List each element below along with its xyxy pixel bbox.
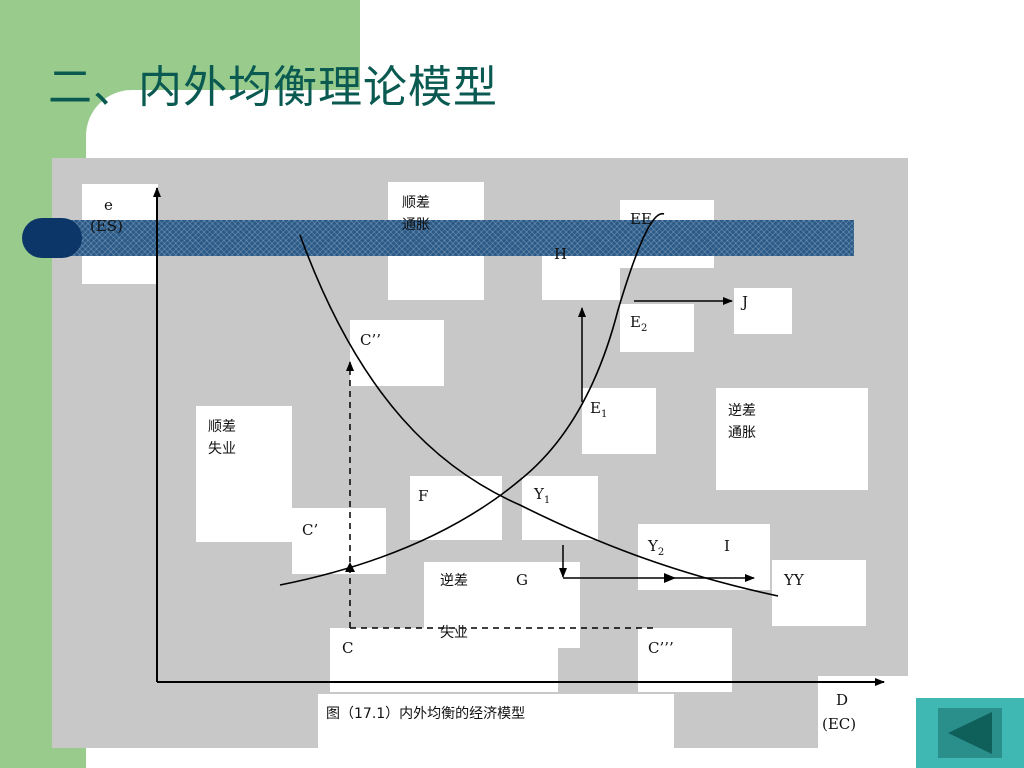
zone-label-deficit-inflation: 逆差 通胀 xyxy=(728,403,756,441)
point-label-y2: Y2 xyxy=(648,537,665,558)
figure-caption: 图（17.1）内外均衡的经济模型 xyxy=(326,706,526,722)
back-button[interactable] xyxy=(916,698,1024,768)
slide-title: 二、内外均衡理论模型 xyxy=(48,62,498,113)
y-axis-sublabel: (ES) xyxy=(90,217,123,235)
point-box-e1 xyxy=(582,388,656,454)
x-axis-label-box xyxy=(818,676,908,748)
point-box-c-double-prime xyxy=(350,320,444,386)
point-label-c-triple-prime: C’’’ xyxy=(648,639,674,657)
point-box-f xyxy=(410,476,502,540)
decorative-band xyxy=(52,220,854,256)
point-label-c-double-prime: C’’ xyxy=(360,331,382,349)
zone-box-deficit-inflation xyxy=(716,388,868,490)
curve-label-ee: EE xyxy=(630,210,652,228)
point-label-f: F xyxy=(418,487,429,505)
point-box-j xyxy=(734,288,792,334)
point-label-y1: Y1 xyxy=(534,485,551,506)
point-box-c-prime xyxy=(292,508,386,574)
x-axis-sublabel: (EC) xyxy=(822,715,857,733)
caption-box xyxy=(318,694,674,748)
curve-label-yy: YY xyxy=(784,571,804,589)
point-box-e2 xyxy=(620,304,694,352)
triangle-left-icon xyxy=(948,712,992,754)
y-axis-label: e xyxy=(104,196,113,214)
point-label-e1: E1 xyxy=(590,399,608,420)
curve-box-yy xyxy=(772,560,866,626)
point-label-c-prime: C’ xyxy=(302,521,319,539)
back-button-face xyxy=(938,708,1002,758)
point-label-e2: E2 xyxy=(630,313,648,334)
ee-curve xyxy=(279,213,665,586)
c-prime-marker xyxy=(345,562,355,572)
x-axis-label: D xyxy=(836,691,849,709)
point-label-h: H xyxy=(554,245,568,263)
decorative-band-knob xyxy=(22,218,82,258)
point-label-j: J xyxy=(742,293,749,311)
zone-label-surplus-inflation: 顺差 通胀 xyxy=(402,195,430,233)
zone-label-deficit-unemployment-top: 逆差 xyxy=(440,573,468,589)
zone-label-surplus-unemployment: 顺差 失业 xyxy=(208,419,236,457)
yy-curve xyxy=(299,234,779,597)
point-label-i: I xyxy=(724,537,730,555)
y2-marker xyxy=(664,573,676,583)
zone-label-deficit-unemployment-bottom: 失业 xyxy=(440,625,468,641)
point-label-g: G xyxy=(516,571,528,589)
point-label-c: C xyxy=(342,639,354,657)
zone-box-surplus-unemployment xyxy=(196,406,292,542)
point-box-y1 xyxy=(522,476,598,540)
